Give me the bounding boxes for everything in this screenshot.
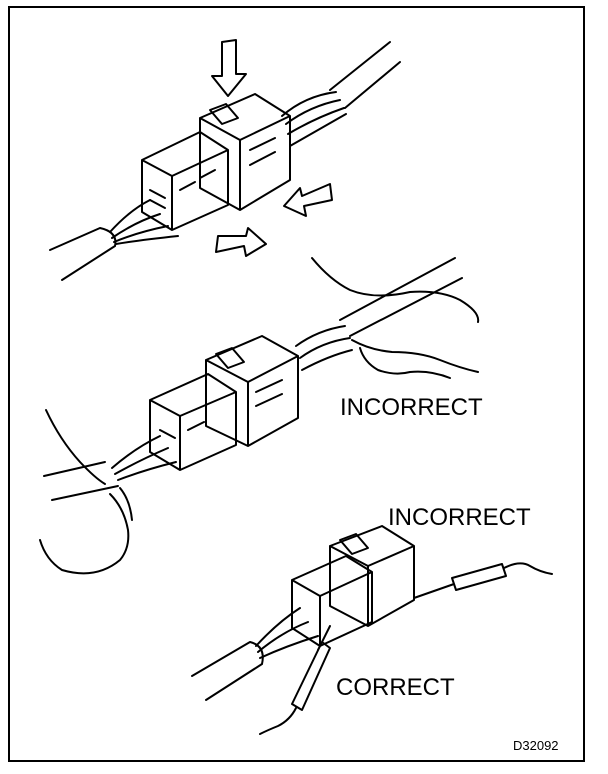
connector-detail-1b <box>250 138 275 165</box>
panel-1-connector-push <box>50 40 400 280</box>
connector-half-right-3 <box>330 526 414 626</box>
wires-left-3 <box>256 608 318 658</box>
connector-half-left-3 <box>292 556 372 646</box>
probe-incorrect <box>414 563 552 598</box>
connector-detail-2 <box>160 380 282 438</box>
probe-correct <box>260 626 330 734</box>
cable-right-2 <box>340 258 462 336</box>
connector-detail-1a <box>150 170 215 208</box>
connector-half-left-2 <box>150 374 236 470</box>
connector-lock-1 <box>210 104 238 124</box>
wires-right-2 <box>296 326 352 370</box>
arrow-right-icon <box>216 228 266 256</box>
connector-half-right-2 <box>206 336 298 446</box>
wires-left-1 <box>110 200 178 244</box>
panel-3-probe <box>192 526 552 734</box>
wires-right-1 <box>282 92 346 146</box>
figure-frame <box>8 6 585 762</box>
hand-right <box>312 258 478 378</box>
connector-lock-3 <box>340 534 368 554</box>
connector-half-right-1 <box>200 94 290 210</box>
arrow-left-icon <box>284 184 332 216</box>
label-incorrect-bottom: INCORRECT <box>388 504 531 531</box>
panel-2-incorrect-pull <box>40 258 478 573</box>
cable-right-1 <box>330 42 400 108</box>
connector-lock-2 <box>216 348 244 368</box>
cable-left-2 <box>44 462 118 500</box>
figure-code: D32092 <box>513 738 559 753</box>
cable-left-3 <box>192 642 263 700</box>
cable-left-1 <box>50 228 115 280</box>
label-correct: CORRECT <box>336 674 455 701</box>
hand-left <box>40 410 132 573</box>
arrow-down-icon <box>212 40 246 96</box>
wires-left-2 <box>112 436 176 480</box>
label-incorrect-top: INCORRECT <box>340 394 483 421</box>
